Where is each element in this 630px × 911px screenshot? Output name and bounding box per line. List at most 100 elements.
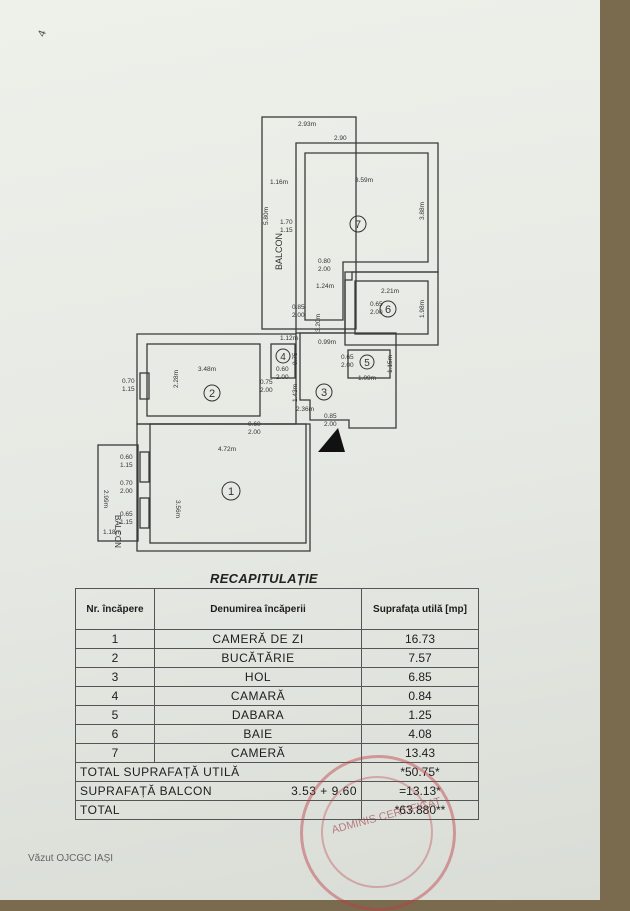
room-5-outline	[347, 349, 391, 379]
dim-065c: 0.65	[120, 511, 133, 518]
room-7-outline	[295, 142, 439, 334]
room-6-number: 6	[385, 304, 391, 316]
dim-348: 3.48m	[198, 366, 216, 373]
dim-085b: 0.85	[324, 413, 337, 420]
recap-title: RECAPITULAȚIE	[210, 571, 318, 586]
table-row: 7 CAMERĂ 13.43	[75, 743, 479, 763]
dim-472: 4.72m	[218, 446, 236, 453]
dim-115b: 1.15m	[387, 355, 394, 373]
table-row: 1 CAMERĂ DE ZI 16.73	[75, 629, 479, 649]
table-row: 4 CAMARĂ 0.84	[75, 686, 479, 706]
balcony-top-label: BALCON	[274, 233, 284, 270]
dim-170: 1.70	[280, 219, 293, 226]
dim-200c: 2.00	[370, 309, 383, 316]
header-nr: Nr. încăpere	[75, 588, 155, 630]
dim-070b: 0.70	[120, 480, 133, 487]
total-label: TOTAL	[75, 800, 362, 820]
table-row: 2 BUCĂTĂRIE 7.57	[75, 648, 479, 668]
room-5-number: 5	[364, 358, 370, 369]
room-2-number: 2	[209, 388, 215, 400]
dim-118: 1.18m	[103, 529, 121, 536]
dim-221: 2.21m	[381, 288, 399, 295]
row-name: BUCĂTĂRIE	[154, 648, 362, 668]
dim-075a: 0.75	[292, 352, 299, 365]
row-nr: 7	[75, 743, 155, 763]
row-area: 7.57	[361, 648, 479, 668]
dim-290: 2.90	[334, 135, 347, 142]
dim-075b: 0.75	[260, 379, 273, 386]
table-row: 6 BAIE 4.08	[75, 724, 479, 744]
dim-200b: 2.00	[292, 312, 305, 319]
dim-200a: 2.00	[318, 266, 331, 273]
balcony-label: SUPRAFAȚĂ BALCON	[80, 784, 213, 798]
dim-065b: 0.65	[341, 354, 354, 361]
total-useful-label: TOTAL SUPRAFAȚĂ UTILĂ	[75, 762, 362, 782]
balcony-top-outline	[261, 116, 357, 330]
dim-060c: 0.60	[120, 454, 133, 461]
header-name: Denumirea încăperii	[154, 588, 362, 630]
header-area: Suprafața utilă [mp]	[361, 588, 479, 630]
row-name: CAMERĂ	[154, 743, 362, 763]
room-7-number: 7	[355, 219, 361, 231]
dim-200f: 2.00	[260, 387, 273, 394]
dim-070a: 0.70	[122, 378, 135, 385]
room-1-number: 1	[228, 486, 234, 498]
row-nr: 2	[75, 648, 155, 668]
dim-356: 3.56m	[174, 500, 181, 518]
room-2-inner	[146, 343, 261, 417]
table-row: 3 HOL 6.85	[75, 667, 479, 687]
row-nr: 6	[75, 724, 155, 744]
dim-060a: 0.60	[276, 366, 289, 373]
row-nr: 3	[75, 667, 155, 687]
balcony-left-label: BALCON	[113, 515, 122, 548]
room-6-outline	[354, 280, 429, 335]
room-4-outline	[270, 343, 296, 379]
balcony-left-outline	[97, 444, 139, 542]
dim-109: 1.09m	[358, 375, 376, 382]
row-area: 1.25	[361, 705, 479, 725]
dim-320: 3.20m	[315, 314, 322, 332]
official-stamp	[300, 755, 456, 911]
room-6-outer	[344, 271, 439, 346]
dim-200i: 2.00	[120, 488, 133, 495]
row-name: HOL	[154, 667, 362, 687]
dim-200d: 2.00	[276, 374, 289, 381]
row-nr: 4	[75, 686, 155, 706]
row-area: 6.85	[361, 667, 479, 687]
row-nr: 1	[75, 629, 155, 649]
room-3-outline	[299, 332, 397, 429]
row-nr: 5	[75, 705, 155, 725]
dim-200g: 2.00	[324, 421, 337, 428]
dim-198: 1.98m	[419, 300, 426, 318]
table-row: 5 DABARA 1.25	[75, 705, 479, 725]
dim-099: 0.99m	[318, 339, 336, 346]
dim-112: 1.12m	[280, 335, 298, 342]
dim-299: 2.99m	[102, 490, 109, 508]
dim-060b: 0.60	[248, 421, 261, 428]
dim-115c: 1.15	[122, 386, 135, 393]
row-area: 16.73	[361, 629, 479, 649]
dim-115e: 1.15	[120, 519, 133, 526]
row-area: 4.08	[361, 724, 479, 744]
floor-plan: 7 6 5 4 3 2 1 BALCON BALCON 2.93m 2.90 1…	[97, 116, 439, 552]
dim-580: 5.80m	[263, 207, 270, 225]
row-name: CAMERĂ DE ZI	[154, 629, 362, 649]
room-3-number: 3	[321, 387, 327, 399]
dim-200h: 2.00	[248, 429, 261, 436]
recap-header-row: Nr. încăpere Denumirea încăperii Suprafa…	[75, 588, 479, 630]
entrance-marker	[318, 428, 345, 452]
dim-116: 1.16m	[270, 179, 288, 186]
dim-388: 3.88m	[419, 202, 426, 220]
dim-359: 3.59m	[355, 177, 373, 184]
room-1-inner	[149, 423, 307, 544]
viza-note: Văzut OJCGC IAȘI	[28, 853, 114, 864]
row-area: 0.84	[361, 686, 479, 706]
room-4-number: 4	[280, 352, 286, 363]
dim-085a: 0.85	[292, 304, 305, 311]
dim-200e: 2.00	[341, 362, 354, 369]
dim-115a: 1.15	[280, 227, 293, 234]
dim-115d: 1.15	[120, 462, 133, 469]
dim-228: 2.28m	[173, 370, 180, 388]
dim-293: 2.93m	[298, 121, 316, 128]
row-name: DABARA	[154, 705, 362, 725]
